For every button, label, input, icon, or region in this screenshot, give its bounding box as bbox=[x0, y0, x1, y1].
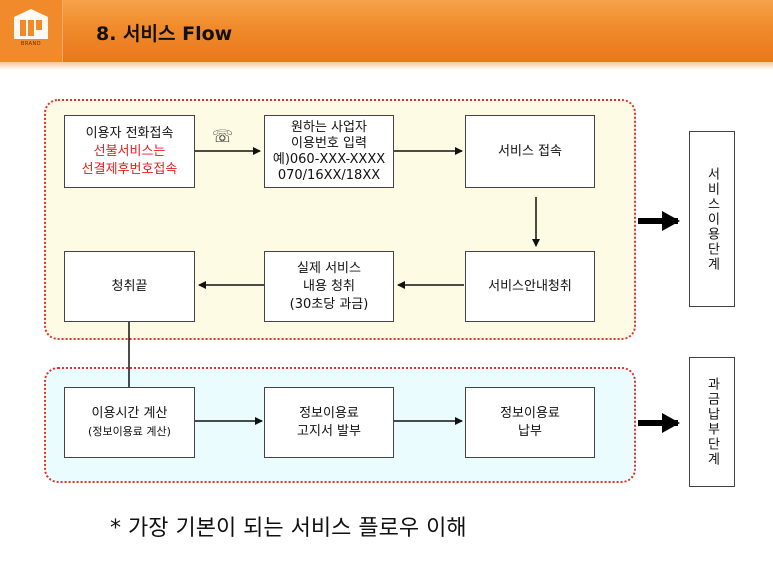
box-call-access: 이용자 전화접속 선불서비스는 선결제후번호접속 bbox=[64, 115, 195, 188]
logo-icon bbox=[14, 9, 48, 39]
box-call-access-line2: 선불서비스는 bbox=[93, 143, 166, 159]
box-listening-end: 청취끝 bbox=[64, 251, 195, 322]
box-number-input-line1: 원하는 사업자 bbox=[291, 119, 367, 135]
box-actual-service-line3: (30초당 과금) bbox=[289, 296, 369, 312]
box-actual-service-line2: 내용 청취 bbox=[303, 278, 355, 294]
footnote: * 가장 기본이 되는 서비스 플로우 이해 bbox=[110, 516, 467, 541]
box-fee-notice: 정보이용료 고지서 발부 bbox=[264, 387, 394, 458]
box-number-input-line3: 예)060-XXX-XXXX bbox=[272, 151, 386, 167]
stage-label-billing-text: 과금납부단계 bbox=[704, 377, 720, 467]
box-service-guide-line1: 서비스안내청취 bbox=[488, 278, 572, 294]
box-call-access-line1: 이용자 전화접속 bbox=[85, 125, 174, 141]
box-number-input-line4: 070/16XX/18XX bbox=[277, 167, 381, 183]
logo: BRAND bbox=[0, 0, 63, 62]
box-service-access: 서비스 접속 bbox=[465, 115, 595, 188]
stage-label-usage: 서비스이용단계 bbox=[689, 131, 735, 307]
box-usage-time-line2: (정보이용료 계산) bbox=[88, 424, 171, 438]
box-call-access-line3: 선결제후번호접속 bbox=[81, 161, 178, 177]
phone-icon: ☏ bbox=[212, 127, 234, 147]
box-fee-payment: 정보이용료 납부 bbox=[465, 387, 595, 458]
box-actual-service-line1: 실제 서비스 bbox=[297, 260, 361, 276]
box-fee-notice-line2: 고지서 발부 bbox=[297, 423, 361, 439]
stage-label-usage-text: 서비스이용단계 bbox=[704, 166, 720, 272]
box-number-input-line2: 이용번호 입력 bbox=[291, 135, 367, 151]
box-listening-end-line1: 청취끝 bbox=[111, 278, 148, 294]
box-service-access-line1: 서비스 접속 bbox=[498, 143, 562, 159]
box-fee-payment-line1: 정보이용료 bbox=[500, 405, 560, 421]
box-service-guide: 서비스안내청취 bbox=[465, 251, 595, 322]
box-usage-time-line1: 이용시간 계산 bbox=[91, 405, 168, 421]
logo-text: BRAND bbox=[20, 41, 42, 47]
header-fade bbox=[0, 62, 773, 70]
box-number-input: 원하는 사업자 이용번호 입력 예)060-XXX-XXXX 070/16XX/… bbox=[264, 115, 394, 188]
box-actual-service: 실제 서비스 내용 청취 (30초당 과금) bbox=[264, 251, 394, 322]
box-fee-payment-line2: 납부 bbox=[518, 423, 542, 439]
header-bar bbox=[0, 0, 773, 62]
page-title: 8. 서비스 Flow bbox=[96, 23, 233, 45]
stage-label-billing: 과금납부단계 bbox=[689, 357, 735, 487]
box-usage-time: 이용시간 계산 (정보이용료 계산) bbox=[64, 387, 195, 458]
box-fee-notice-line1: 정보이용료 bbox=[299, 405, 359, 421]
